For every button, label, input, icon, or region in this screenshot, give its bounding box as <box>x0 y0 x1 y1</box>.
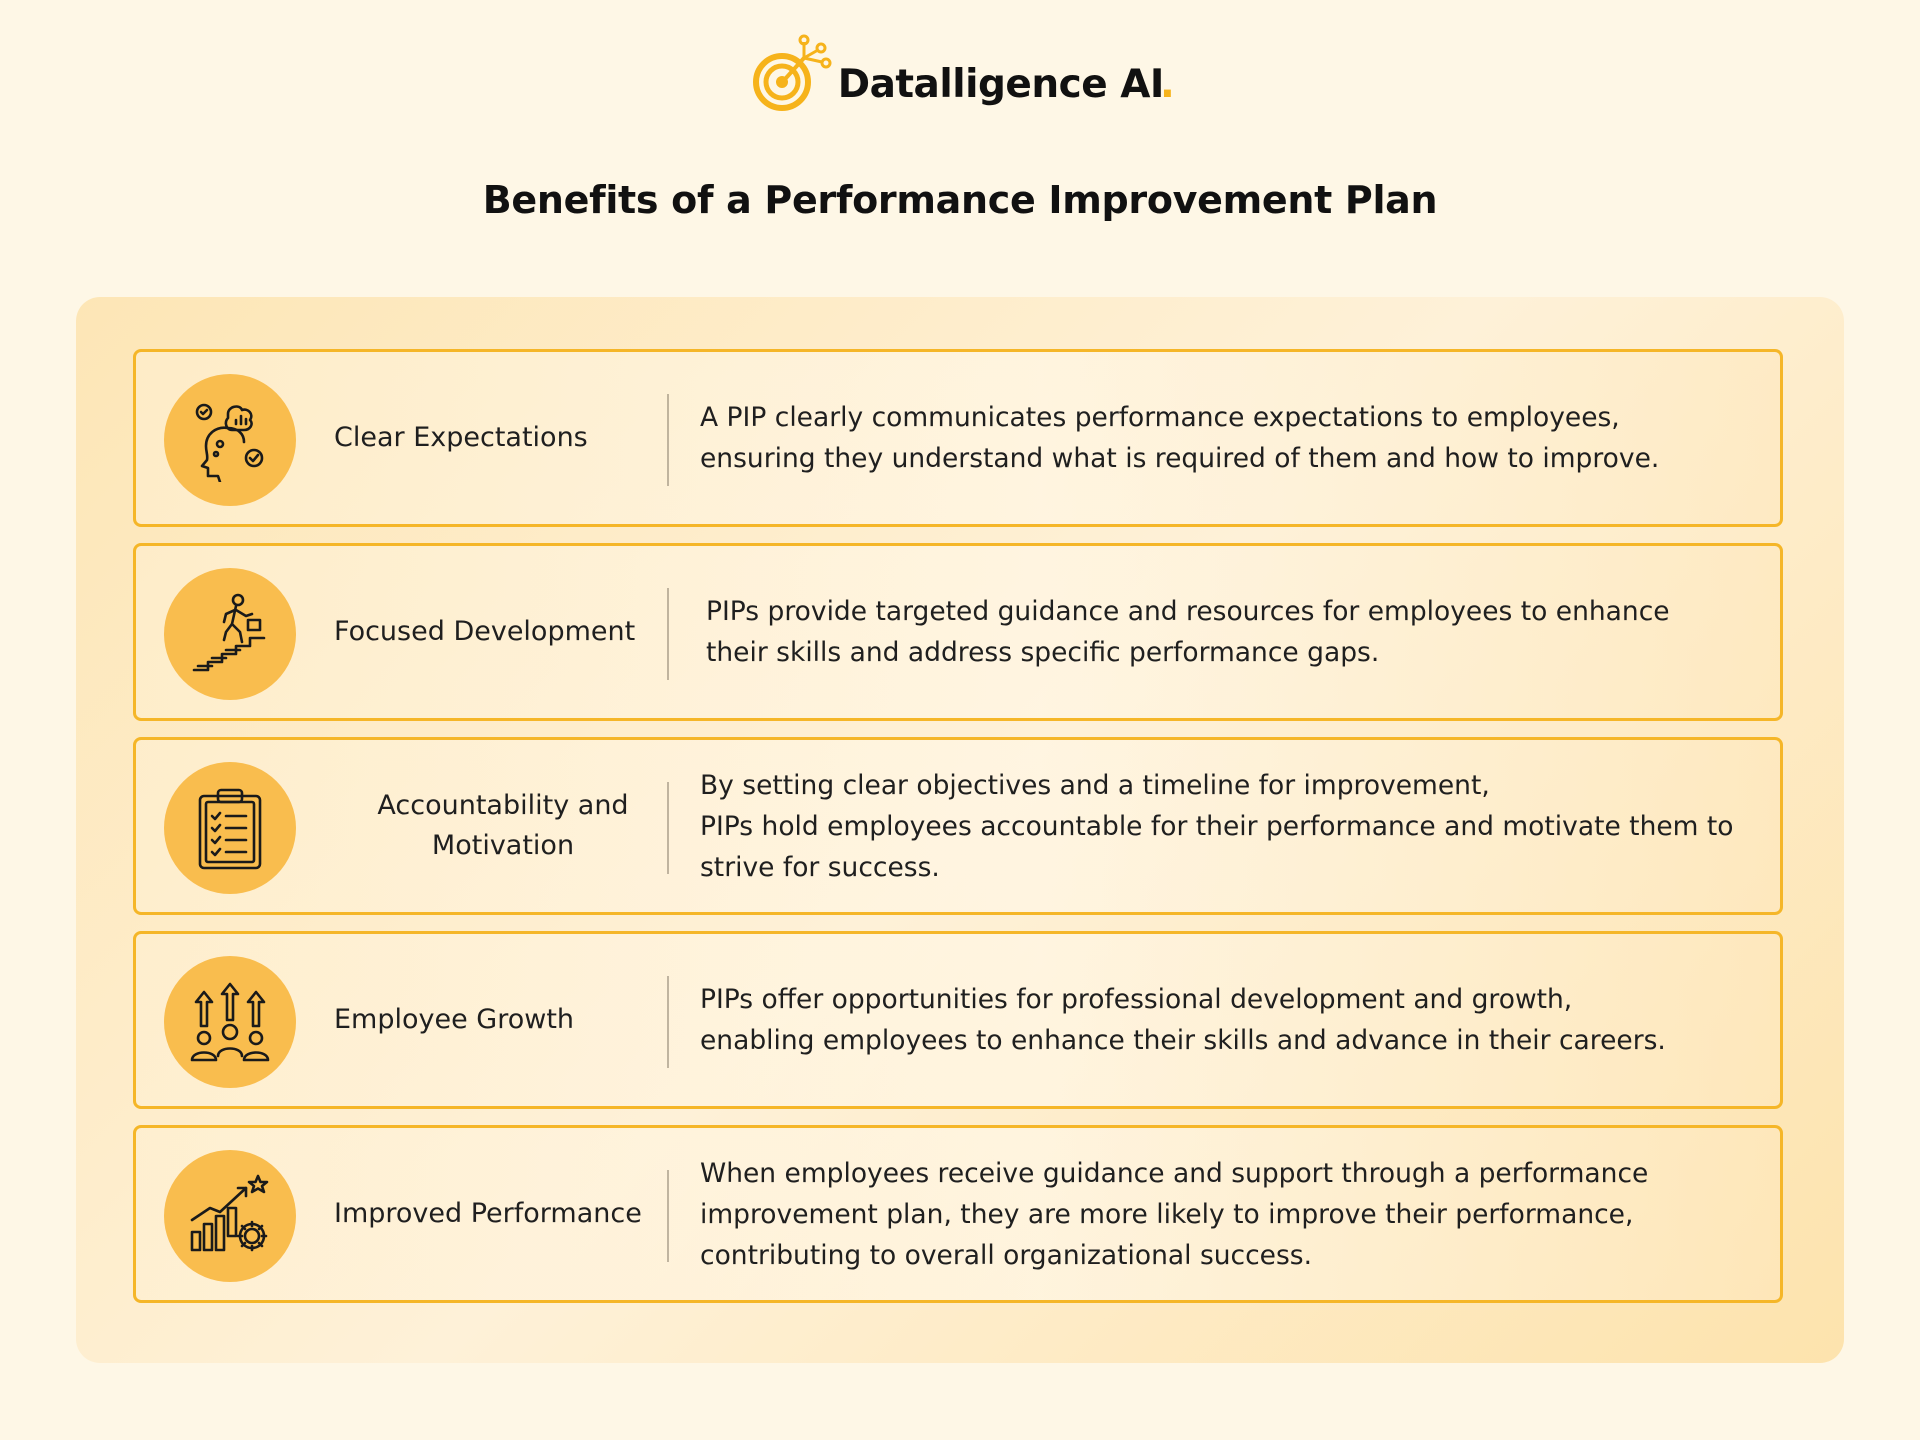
benefits-panel: Clear Expectations A PIP clearly communi… <box>76 297 1844 1363</box>
benefit-description: When employees receive guidance and supp… <box>700 1128 1780 1300</box>
description-line: A PIP clearly communicates performance e… <box>700 402 1620 433</box>
benefit-title-line: Improved Performance <box>334 1198 642 1229</box>
description-line: enabling employees to enhance their skil… <box>700 1025 1666 1056</box>
benefit-title: Accountability and Motivation <box>334 740 672 912</box>
performance-chart-icon <box>190 1174 269 1252</box>
brand-dot: . <box>1159 61 1175 107</box>
brand-logo: Datalligence AI. <box>0 34 1920 124</box>
description-line: PIPs provide targeted guidance and resou… <box>706 596 1670 627</box>
icon-circle <box>164 956 296 1088</box>
target-logo-icon <box>752 34 832 111</box>
benefit-title-line: Accountability and <box>377 790 629 821</box>
divider <box>667 588 669 680</box>
icon-circle <box>164 762 296 894</box>
description-line: strive for success. <box>700 851 940 883</box>
divider <box>667 394 669 486</box>
benefit-title-line: Employee Growth <box>334 1004 575 1035</box>
benefit-title: Clear Expectations <box>334 352 672 524</box>
description-line: PIPs offer opportunities for professiona… <box>700 984 1573 1015</box>
benefit-title-line: Clear Expectations <box>334 422 588 453</box>
benefit-row-focused-development: Focused Development PIPs provide targete… <box>133 543 1783 721</box>
benefit-description: A PIP clearly communicates performance e… <box>700 352 1780 524</box>
benefit-description: PIPs provide targeted guidance and resou… <box>706 546 1786 718</box>
benefit-row-improved-performance: Improved Performance When employees rece… <box>133 1125 1783 1303</box>
benefit-title: Improved Performance <box>334 1128 672 1300</box>
description-line: When employees receive guidance and supp… <box>700 1157 1649 1189</box>
icon-circle <box>164 568 296 700</box>
benefit-description: By setting clear objectives and a timeli… <box>700 740 1780 912</box>
mind-goals-icon <box>195 403 264 482</box>
benefit-row-accountability-motivation: Accountability and Motivation By setting… <box>133 737 1783 915</box>
benefit-title: Employee Growth <box>334 934 672 1106</box>
benefit-title-line: Focused Development <box>334 616 636 647</box>
icon-circle <box>164 374 296 506</box>
team-growth-icon <box>190 982 270 1062</box>
stairs-climb-icon <box>192 593 266 672</box>
description-line: contributing to overall organizational s… <box>700 1239 1313 1271</box>
brand-name: Datalligence AI <box>837 61 1165 107</box>
description-line: improvement plan, they are more likely t… <box>700 1198 1634 1230</box>
benefit-description: PIPs offer opportunities for professiona… <box>700 934 1780 1106</box>
benefit-title-line: Motivation <box>431 830 575 861</box>
icon-circle <box>164 1150 296 1282</box>
description-line: ensuring they understand what is require… <box>700 443 1660 474</box>
description-line: By setting clear objectives and a timeli… <box>700 769 1490 801</box>
benefit-row-employee-growth: Employee Growth PIPs offer opportunities… <box>133 931 1783 1109</box>
divider <box>667 976 669 1068</box>
divider <box>667 782 669 874</box>
clipboard-checklist-icon <box>198 788 262 870</box>
divider <box>667 1170 669 1262</box>
description-line: their skills and address specific perfor… <box>706 637 1380 668</box>
description-line: PIPs hold employees accountable for thei… <box>700 810 1734 842</box>
page-title: Benefits of a Performance Improvement Pl… <box>482 178 1438 222</box>
benefit-row-clear-expectations: Clear Expectations A PIP clearly communi… <box>133 349 1783 527</box>
benefit-title: Focused Development <box>334 546 672 718</box>
